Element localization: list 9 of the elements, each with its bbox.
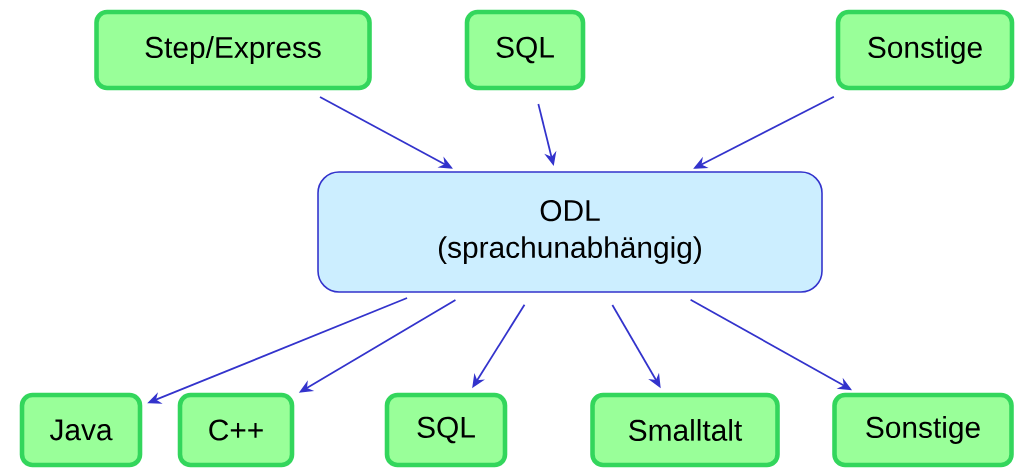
language-box: Java [19,392,143,468]
language-box: SQL [384,392,508,468]
language-box: Sonstige [835,9,1015,91]
language-box: Sonstige [832,392,1014,468]
language-box: Smalltalt [590,392,780,468]
language-box: Step/Express [94,9,372,91]
model-box: ODL (sprachunabhängig) [317,171,823,293]
language-box: SQL [464,9,586,91]
language-box: C++ [177,392,295,468]
